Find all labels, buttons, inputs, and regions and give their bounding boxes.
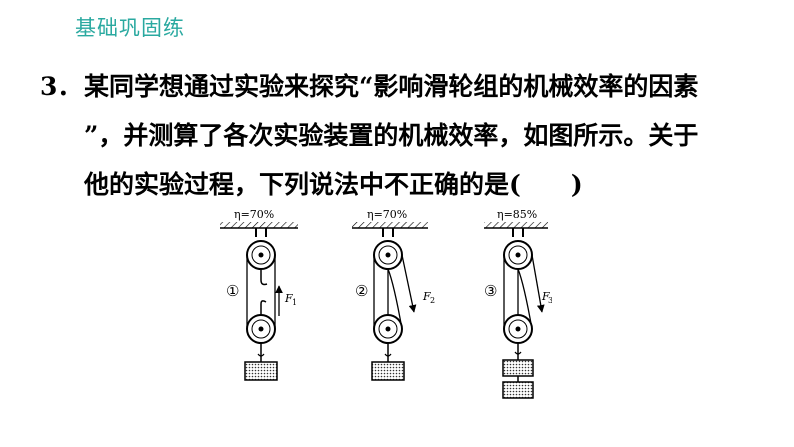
pulley-setup-2: η=70% F 2 ②: [352, 208, 435, 381]
efficiency-label-1: η=70%: [234, 208, 274, 221]
force-subscript-2: 2: [430, 296, 435, 305]
force-label-3: F: [541, 290, 550, 303]
pulley-setup-1: η=70% F 1 ①: [220, 208, 298, 381]
question-line-1-text: 某同学想通过实验来探究“影响滑轮组的机械效率的因素: [84, 72, 699, 101]
pulley-setup-3: η=85% F 3 ③: [484, 208, 552, 399]
setup-number-3: ③: [484, 282, 497, 300]
question-line-3: 他的实验过程，下列说法中不正确的是( ): [84, 170, 583, 199]
force-label-2: F: [422, 290, 431, 303]
efficiency-label-2: η=70%: [367, 208, 407, 221]
question-line-2: ”，并测算了各次实验装置的机械效率，如图所示。关于: [84, 121, 699, 150]
pulley-figure: η=70% F 1 ① η=70%: [220, 208, 552, 399]
efficiency-label-3: η=85%: [497, 208, 537, 221]
question-number: 3．: [40, 72, 83, 101]
question-line-1: 3．某同学想通过实验来探究“影响滑轮组的机械效率的因素: [40, 62, 785, 111]
weight-block-3b: [502, 381, 534, 399]
weight-block-3a: [502, 359, 534, 377]
force-label-1: F: [284, 292, 293, 305]
force-subscript-1: 1: [292, 298, 297, 307]
question-text: 3．某同学想通过实验来探究“影响滑轮组的机械效率的因素 ”，并测算了各次实验装置…: [40, 62, 785, 209]
section-title: 基础巩固练: [75, 16, 185, 40]
force-subscript-3: 3: [548, 296, 552, 305]
weight-block-1: [244, 361, 278, 381]
setup-number-1: ①: [226, 282, 239, 300]
setup-number-2: ②: [355, 282, 368, 300]
weight-block-2: [371, 361, 405, 381]
